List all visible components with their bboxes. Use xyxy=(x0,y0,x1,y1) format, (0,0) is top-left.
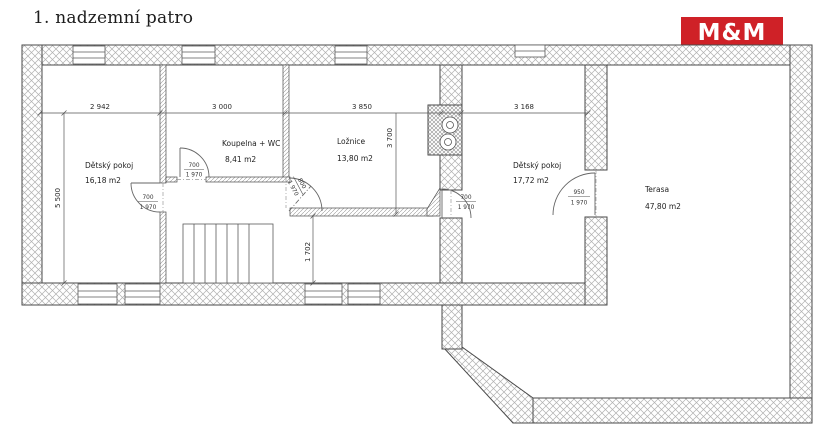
door-label: 700 1 970 xyxy=(184,163,204,179)
door-height: 1 970 xyxy=(571,201,588,207)
door-labels: 700 1 970 700 1 970 800 1 970 700 1 970 … xyxy=(138,163,590,211)
door-arc-bathroom xyxy=(177,147,210,180)
outer-walls xyxy=(21,44,813,424)
door-width: 700 xyxy=(142,195,153,201)
room-name-bathroom: Koupelna + WC xyxy=(222,139,280,148)
room-name-left-child: Dětský pokoj xyxy=(85,161,133,170)
door-height: 1 970 xyxy=(140,205,157,211)
room-labels: Dětský pokoj 16,18 m2 Koupelna + WC 8,41… xyxy=(85,137,681,211)
page-title: 1. nadzemní patro xyxy=(33,8,194,28)
door-arc-right-room xyxy=(441,188,472,219)
dim-top-2: 3 000 xyxy=(212,103,232,111)
room-area-bedroom: 13,80 m2 xyxy=(337,154,373,163)
window-icon xyxy=(72,45,106,65)
room-area-terrace: 47,80 m2 xyxy=(645,202,681,211)
room-name-bedroom: Ložnice xyxy=(337,137,366,146)
dim-bedroom-depth: 3 700 xyxy=(386,128,394,148)
window-icon xyxy=(77,283,118,305)
logo-mm-text: M&M xyxy=(681,17,783,48)
window-icon xyxy=(304,283,343,305)
door-label: 700 1 970 xyxy=(456,195,476,211)
stairs xyxy=(182,223,274,284)
dim-top-1: 2 942 xyxy=(90,103,110,111)
door-height: 1 970 xyxy=(458,205,475,211)
doors xyxy=(130,147,597,219)
door-width: 700 xyxy=(460,195,471,201)
door-label: 700 1 970 xyxy=(138,195,158,211)
door-width: 700 xyxy=(188,163,199,169)
dimension-labels: 2 942 3 000 3 850 3 168 5 500 3 700 1 70… xyxy=(54,103,534,262)
dim-top-4: 3 168 xyxy=(514,103,534,111)
room-name-terrace: Terasa xyxy=(644,185,669,194)
window-icon xyxy=(124,283,161,305)
window-icon xyxy=(181,45,216,65)
room-name-right-child: Dětský pokoj xyxy=(513,161,561,170)
door-width: 950 xyxy=(573,190,584,196)
room-area-right-child: 17,72 m2 xyxy=(513,176,549,185)
room-area-left-child: 16,18 m2 xyxy=(85,176,121,185)
door-arc-left-room xyxy=(130,182,164,213)
windows xyxy=(72,44,546,305)
dimension-lines xyxy=(37,110,591,286)
dim-left-height: 5 500 xyxy=(54,188,62,208)
window-icon xyxy=(347,283,381,305)
room-area-bathroom: 8,41 m2 xyxy=(225,155,256,164)
dim-top-3: 3 850 xyxy=(352,103,372,111)
window-icon xyxy=(514,44,546,58)
door-arc-terrace xyxy=(552,170,597,217)
chimney xyxy=(427,104,463,156)
window-icon xyxy=(334,45,368,65)
dim-hall-depth: 1 702 xyxy=(304,242,312,262)
door-width: 800 xyxy=(296,178,307,191)
door-height: 1 970 xyxy=(186,173,203,179)
door-label: 950 1 970 xyxy=(568,190,590,207)
